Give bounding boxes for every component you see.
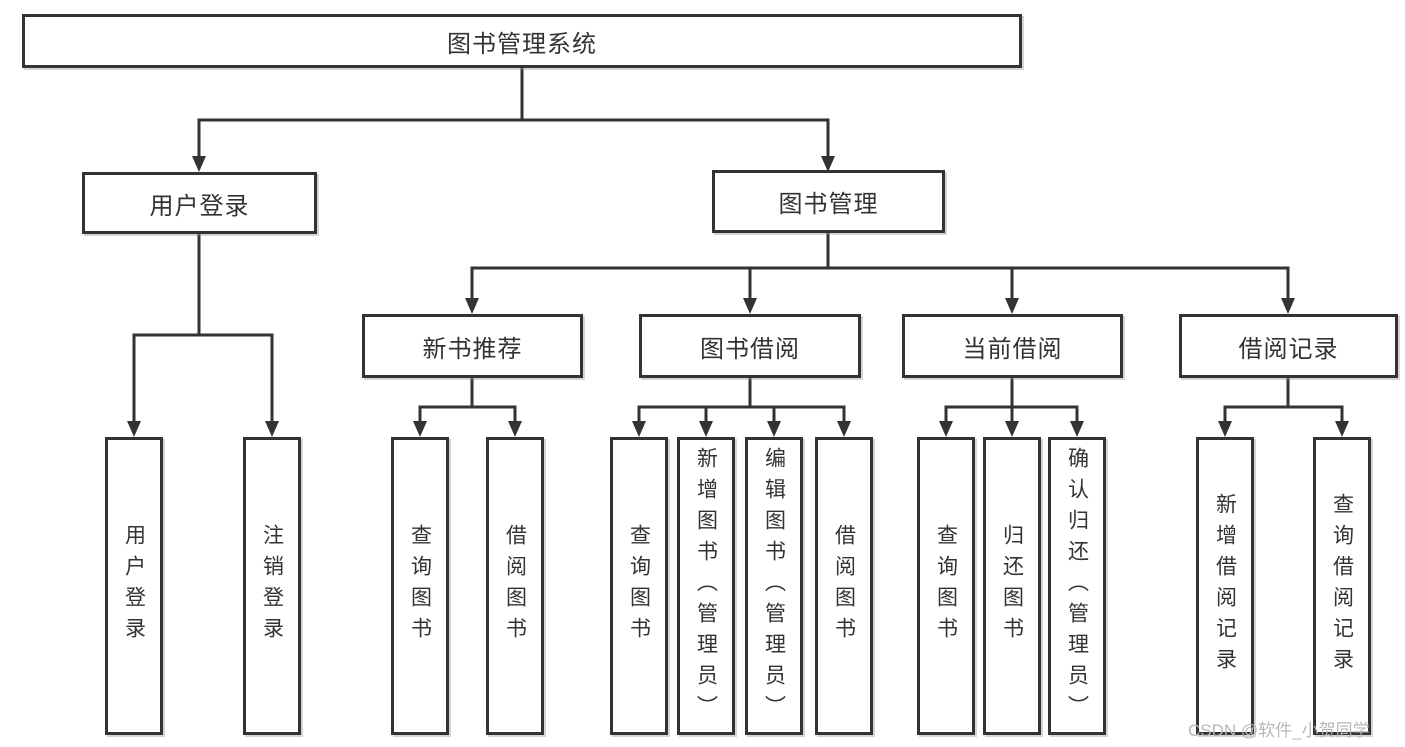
leaf-user-login: 用户登录: [105, 437, 163, 735]
leaf-query-books-recommend-label: 查询图书: [408, 524, 432, 648]
csdn-watermark: CSDN @软件_小贺同学: [1188, 721, 1370, 740]
leaf-query-books-current-label: 查询图书: [934, 524, 958, 648]
node-borrowing-records: 借阅记录: [1179, 314, 1398, 378]
leaf-query-borrow-record: 查询借阅记录: [1313, 437, 1371, 735]
leaf-user-login-label: 用户登录: [122, 524, 146, 648]
leaf-add-book-admin-label: 新增图书（管理员）: [694, 446, 718, 726]
leaf-query-borrow-record-label: 查询借阅记录: [1330, 493, 1354, 679]
leaf-query-books-recommend: 查询图书: [391, 437, 449, 735]
leaf-edit-book-admin-label: 编辑图书（管理员）: [762, 446, 786, 726]
node-new-book-recommendation: 新书推荐: [362, 314, 583, 378]
leaf-logout: 注销登录: [243, 437, 301, 735]
leaf-borrow-books-recommend-label: 借阅图书: [503, 524, 527, 648]
node-book-management-system: 图书管理系统: [22, 14, 1022, 68]
node-book-borrowing: 图书借阅: [639, 314, 861, 378]
leaf-add-book-admin: 新增图书（管理员）: [677, 437, 735, 735]
leaf-query-books-current: 查询图书: [917, 437, 975, 735]
node-current-borrowing: 当前借阅: [902, 314, 1123, 378]
leaf-add-borrow-record: 新增借阅记录: [1196, 437, 1254, 735]
leaf-edit-book-admin: 编辑图书（管理员）: [745, 437, 803, 735]
arrowheads: [127, 156, 1349, 437]
leaf-add-borrow-record-label: 新增借阅记录: [1213, 493, 1237, 679]
leaf-query-books-borrowing-label: 查询图书: [627, 524, 651, 648]
node-book-management: 图书管理: [712, 170, 945, 233]
leaf-logout-label: 注销登录: [260, 524, 284, 648]
leaf-return-books-label: 归还图书: [1000, 524, 1024, 648]
leaf-borrow-books-recommend: 借阅图书: [486, 437, 544, 735]
leaf-confirm-return-admin: 确认归还（管理员）: [1048, 437, 1106, 735]
leaf-confirm-return-admin-label: 确认归还（管理员）: [1065, 446, 1089, 726]
node-user-login: 用户登录: [82, 172, 317, 234]
leaf-query-books-borrowing: 查询图书: [610, 437, 668, 735]
leaf-borrow-books-label: 借阅图书: [832, 524, 856, 648]
leaf-return-books: 归还图书: [983, 437, 1041, 735]
connector-shafts: [132, 68, 1344, 423]
leaf-borrow-books: 借阅图书: [815, 437, 873, 735]
